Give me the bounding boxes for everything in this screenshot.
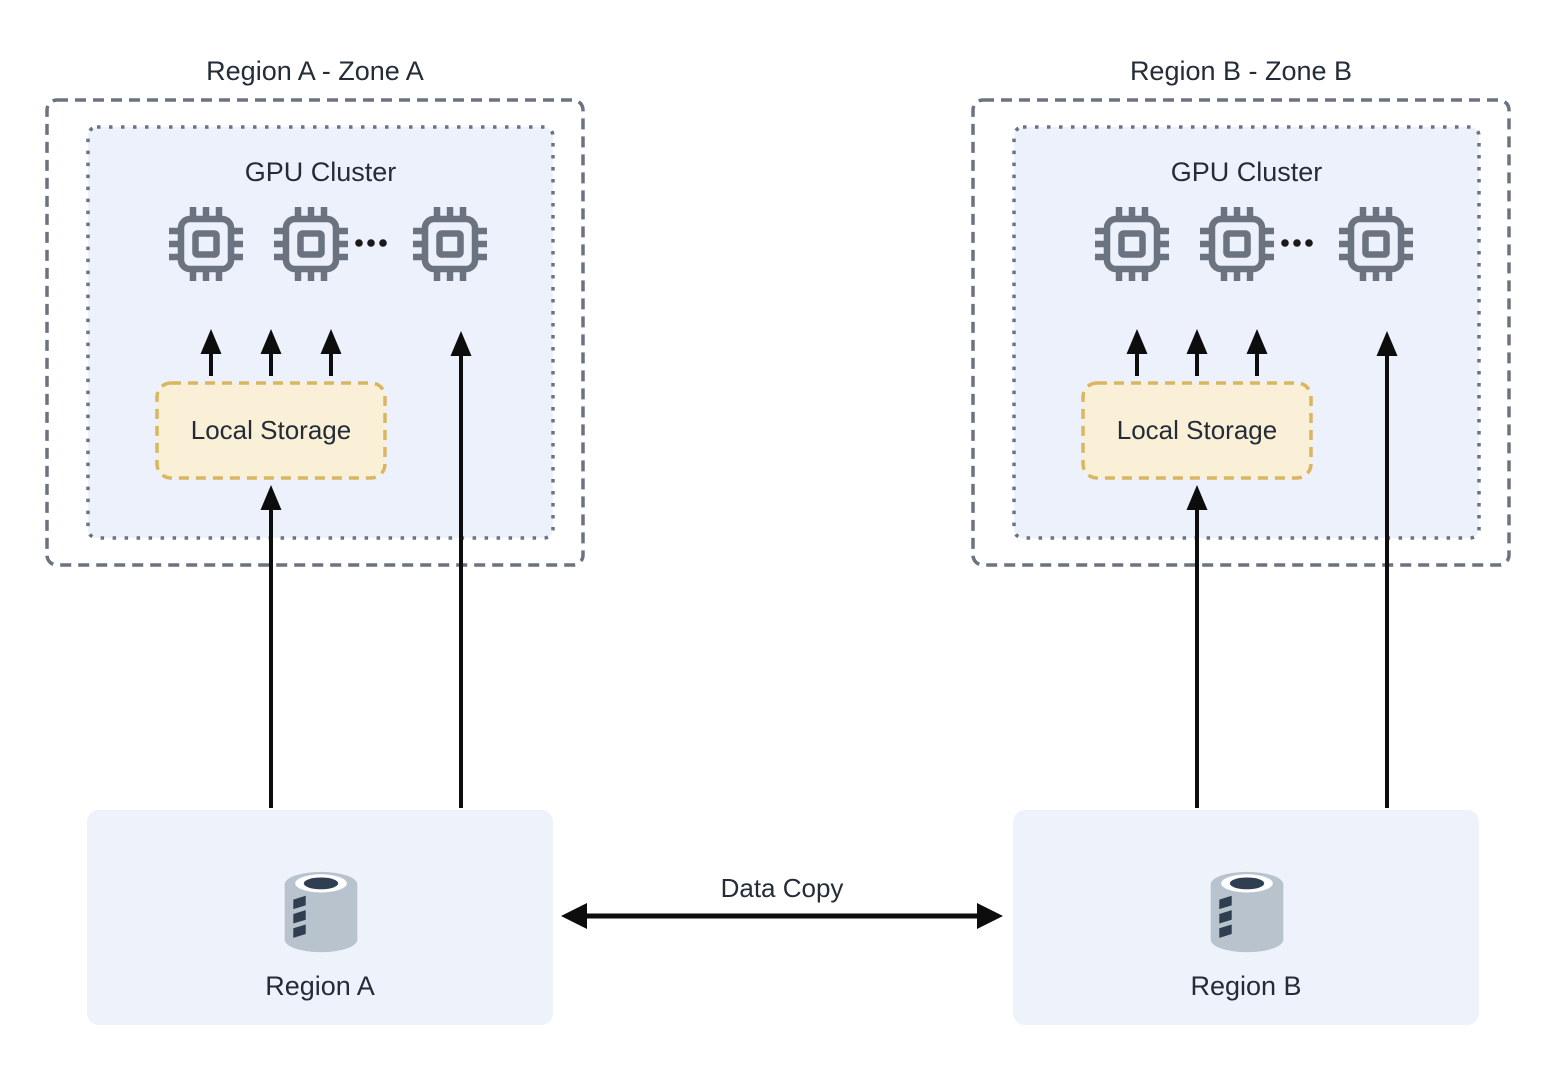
storage-to-gpu-arrows [1126,329,1268,376]
region-store-label: Region A [265,971,375,1001]
zone-a: Region A - Zone A GPU Cluster Local Stor… [0,0,620,1076]
storage-to-gpu-arrows [200,329,342,376]
gpu-chip-icon [1095,207,1169,281]
zone-title: Region B - Zone B [1129,56,1353,86]
database-icon [284,871,358,953]
gpu-chip-icon [1200,207,1274,281]
database-icon [1210,871,1284,953]
zone-b: Region B - Zone B GPU Cluster Local Stor… [926,0,1546,1076]
zone-title: Region A - Zone A [206,56,424,86]
gpu-chip-icon [169,207,243,281]
local-storage-label: Local Storage [190,415,352,445]
gpu-chip-icon [1339,207,1413,281]
ellipsis-icon [355,239,387,247]
data-copy-label: Data Copy [720,873,844,903]
gpu-chip-icon [413,207,487,281]
gpu-cluster-label: GPU Cluster [1170,157,1323,187]
ellipsis-icon [1281,239,1313,247]
region-to-gpu-arrow [1376,331,1398,808]
region-to-storage-arrow [260,485,282,808]
data-copy-arrow-icon [561,903,1003,929]
gpu-chip-icon [274,207,348,281]
region-to-gpu-arrow [450,331,472,808]
region-store-label: Region B [1190,971,1302,1001]
gpu-cluster-label: GPU Cluster [244,157,397,187]
local-storage-label: Local Storage [1116,415,1278,445]
region-to-storage-arrow [1186,485,1208,808]
